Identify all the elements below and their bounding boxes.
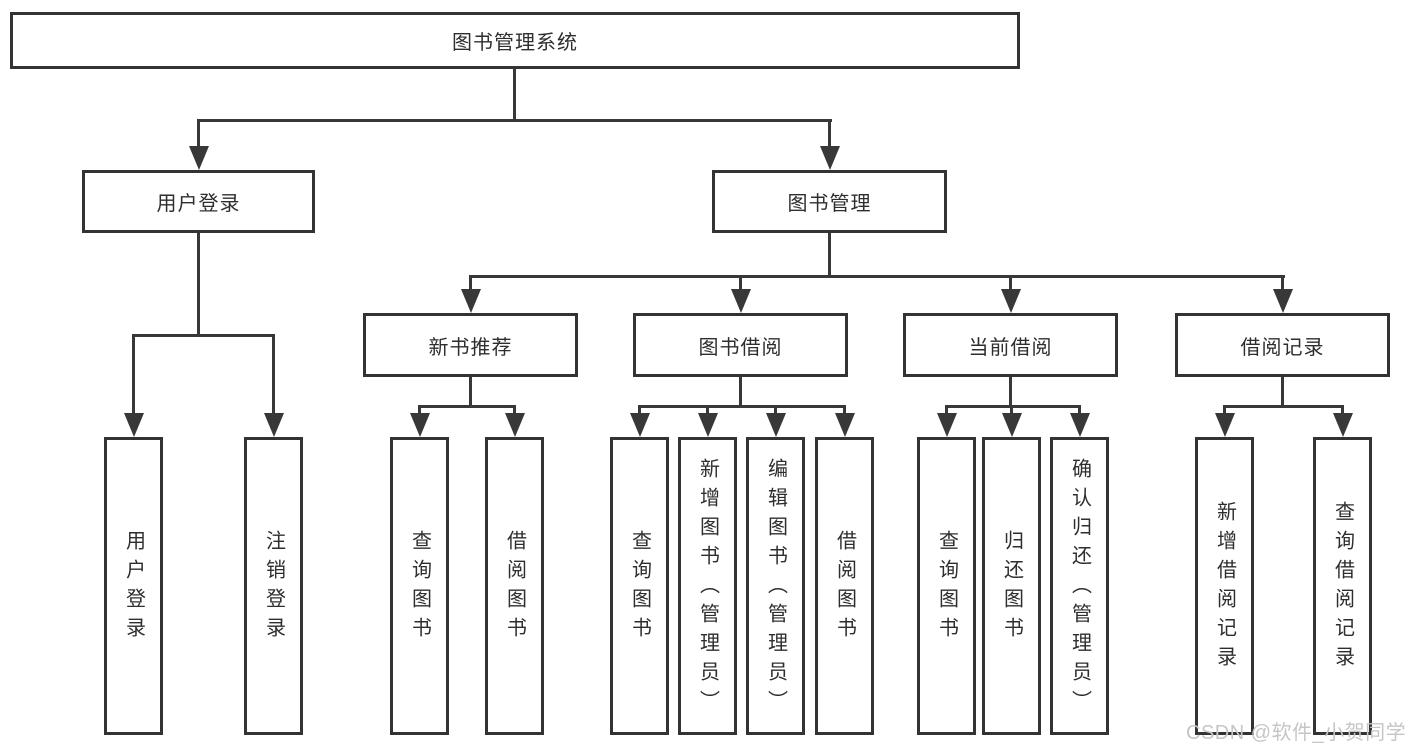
arrowhead xyxy=(1333,413,1353,437)
arrowhead xyxy=(410,413,430,437)
node-leaf-logout-label: 注销登录 xyxy=(262,530,285,646)
arrowhead xyxy=(124,413,144,437)
connector-line xyxy=(132,334,275,337)
arrowhead xyxy=(835,413,855,437)
connector-line xyxy=(638,405,641,415)
connector-line xyxy=(1009,275,1012,291)
connector-line xyxy=(774,405,777,415)
node-root-label: 图书管理系统 xyxy=(452,32,578,54)
node-leaf-query-books-current: 查询图书 xyxy=(917,437,976,735)
node-current-borrowing: 当前借阅 xyxy=(903,313,1118,377)
node-leaf-query-borrow-record: 查询借阅记录 xyxy=(1313,437,1372,735)
node-book-management: 图书管理 xyxy=(712,170,947,233)
connector-line xyxy=(197,233,200,336)
connector-line xyxy=(197,119,832,122)
node-book-borrowing-label: 图书借阅 xyxy=(698,336,783,359)
connector-line xyxy=(132,334,135,415)
node-leaf-edit-book-admin: 编辑图书（管理员） xyxy=(746,437,805,735)
node-new-book-recommendation: 新书推荐 xyxy=(363,313,578,377)
connector-line xyxy=(1281,377,1284,407)
connector-line xyxy=(1341,405,1344,415)
node-borrowing-records-label: 借阅记录 xyxy=(1240,336,1325,359)
node-leaf-user-login-label: 用户登录 xyxy=(122,530,145,646)
node-book-management-label: 图书管理 xyxy=(787,193,872,215)
node-leaf-confirm-return-admin: 确认归还（管理员） xyxy=(1050,437,1109,735)
arrowhead xyxy=(264,413,284,437)
node-leaf-logout: 注销登录 xyxy=(244,437,303,735)
connector-line xyxy=(638,405,846,408)
node-leaf-add-book-admin: 新增图书（管理员） xyxy=(678,437,737,735)
connector-line xyxy=(1223,405,1344,408)
node-leaf-query-books-borrowing: 查询图书 xyxy=(610,437,669,735)
node-leaf-user-login: 用户登录 xyxy=(104,437,163,735)
arrowhead xyxy=(766,413,786,437)
arrowhead xyxy=(1001,289,1021,313)
connector-line xyxy=(469,275,1285,278)
connector-line xyxy=(197,119,200,148)
node-leaf-confirm-return-admin-label: 确认归还（管理员） xyxy=(1068,457,1091,719)
node-leaf-query-books-current-label: 查询图书 xyxy=(935,530,958,646)
arrowhead xyxy=(731,289,751,313)
connector-line xyxy=(469,275,472,291)
arrowhead xyxy=(1273,289,1293,313)
arrowhead xyxy=(820,146,840,170)
node-root: 图书管理系统 xyxy=(10,12,1020,69)
connector-line xyxy=(1078,405,1081,415)
connector-line xyxy=(945,405,948,415)
node-book-borrowing: 图书借阅 xyxy=(633,313,848,377)
connector-line xyxy=(418,405,421,415)
node-leaf-add-book-admin-label: 新增图书（管理员） xyxy=(696,457,719,719)
connector-line xyxy=(843,405,846,415)
connector-line xyxy=(513,405,516,415)
connector-line xyxy=(513,68,516,121)
node-leaf-query-books-recommend-label: 查询图书 xyxy=(408,530,431,646)
arrowhead xyxy=(189,146,209,170)
connector-line xyxy=(1281,275,1284,291)
connector-line xyxy=(945,405,1081,408)
node-leaf-borrow-books-recommend: 借阅图书 xyxy=(485,437,544,735)
node-leaf-query-books-borrowing-label: 查询图书 xyxy=(628,530,651,646)
arrowhead xyxy=(698,413,718,437)
node-leaf-edit-book-admin-label: 编辑图书（管理员） xyxy=(764,457,787,719)
node-new-book-recommendation-label: 新书推荐 xyxy=(428,336,513,359)
node-leaf-return-books-label: 归还图书 xyxy=(1000,530,1023,646)
connector-line xyxy=(1009,377,1012,407)
arrowhead xyxy=(461,289,481,313)
arrowhead xyxy=(630,413,650,437)
node-leaf-borrow-books-recommend-label: 借阅图书 xyxy=(503,530,526,646)
arrowhead xyxy=(505,413,525,437)
node-user-login: 用户登录 xyxy=(82,170,315,233)
connector-line xyxy=(706,405,709,415)
node-current-borrowing-label: 当前借阅 xyxy=(968,336,1053,359)
arrowhead xyxy=(1070,413,1090,437)
connector-line xyxy=(739,275,742,291)
node-leaf-add-borrow-record: 新增借阅记录 xyxy=(1195,437,1254,735)
connector-line xyxy=(828,119,831,148)
node-leaf-borrow-books-borrowing: 借阅图书 xyxy=(815,437,874,735)
connector-line xyxy=(469,377,472,407)
node-leaf-borrow-books-borrowing-label: 借阅图书 xyxy=(833,530,856,646)
connector-line xyxy=(418,405,516,408)
node-leaf-return-books: 归还图书 xyxy=(982,437,1041,735)
connector-line xyxy=(272,334,275,415)
connector-line xyxy=(1223,405,1226,415)
arrowhead xyxy=(1215,413,1235,437)
node-leaf-query-borrow-record-label: 查询借阅记录 xyxy=(1331,501,1354,675)
node-leaf-query-books-recommend: 查询图书 xyxy=(390,437,449,735)
csdn-watermark: CSDN @软件_小贺同学 xyxy=(1186,722,1405,744)
arrowhead xyxy=(937,413,957,437)
connector-line xyxy=(739,377,742,407)
connector-line xyxy=(828,233,831,277)
connector-line xyxy=(1010,405,1013,415)
node-user-login-label: 用户登录 xyxy=(156,193,241,215)
node-borrowing-records: 借阅记录 xyxy=(1175,313,1390,377)
node-leaf-add-borrow-record-label: 新增借阅记录 xyxy=(1213,501,1236,675)
arrowhead xyxy=(1002,413,1022,437)
